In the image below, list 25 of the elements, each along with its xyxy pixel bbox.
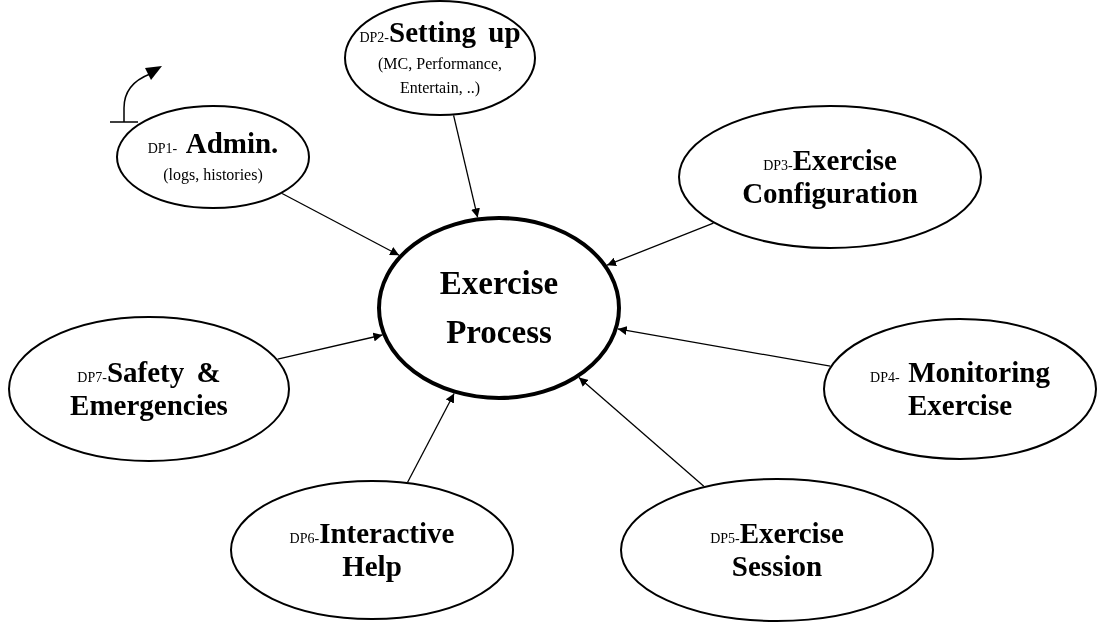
process-ellipse [8, 316, 290, 462]
node-title: Exercise Process [438, 263, 560, 352]
arrow [578, 376, 705, 487]
node-subtitle: (logs, histories) [163, 164, 263, 186]
arrow [406, 392, 455, 483]
process-ellipse [230, 480, 514, 620]
arrow [452, 114, 480, 219]
arrow [281, 192, 400, 256]
node-title: DP7-Safety & Emergencies [69, 355, 229, 423]
node-title: DP4- Monitoring Exercise [869, 355, 1051, 423]
node-title: DP5-Exercise Session [709, 516, 845, 584]
process-ellipse [116, 105, 310, 209]
process-ellipse [620, 478, 934, 622]
node-title: DP1- Admin. [147, 127, 279, 161]
node-title: DP2-Setting up [359, 16, 521, 50]
process-ellipse [678, 105, 982, 249]
node-title: DP6-Interactive Help [288, 516, 456, 584]
arrow [617, 326, 831, 367]
arrow [277, 332, 384, 360]
node-title: DP3-Exercise Configuration [741, 143, 919, 211]
central-process-ellipse [377, 216, 621, 400]
process-ellipse [344, 0, 536, 116]
process-ellipse [823, 318, 1097, 460]
arrow [606, 222, 715, 267]
node-subtitle: (MC, Performance, Entertain, ..) [377, 53, 503, 99]
